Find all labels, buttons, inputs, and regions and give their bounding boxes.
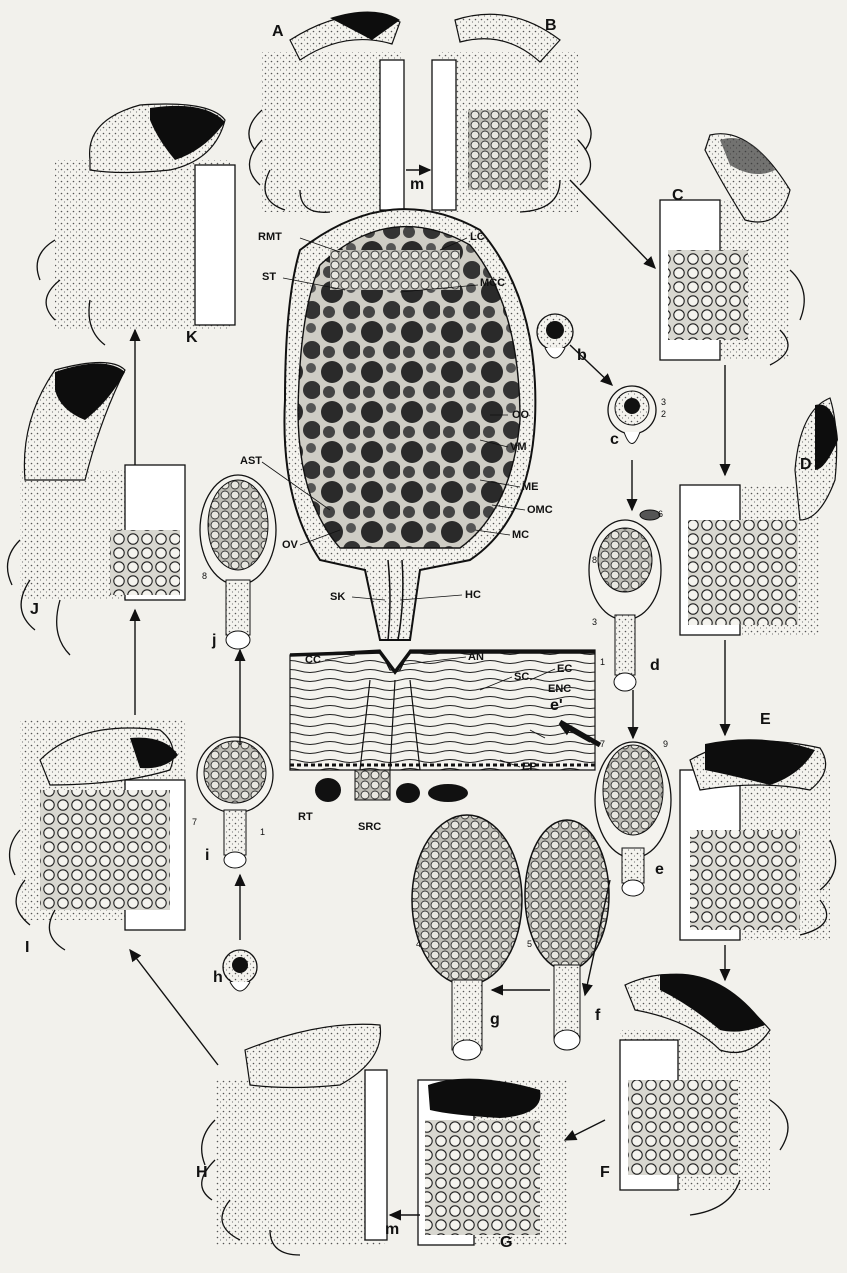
label-E: E (760, 712, 771, 728)
label-I: I (25, 940, 29, 956)
label-A: A (272, 24, 284, 40)
label-SK: SK (330, 592, 345, 603)
label-D: D (800, 457, 812, 473)
label-LC: LC (470, 232, 485, 243)
label-h: h (213, 970, 223, 986)
label-g: g (490, 1012, 500, 1028)
label-ST: ST (262, 272, 276, 283)
num-7-i: 7 (192, 818, 197, 827)
crab-stage-E (680, 739, 836, 940)
num-9-e: 9 (663, 740, 668, 749)
label-G: G (500, 1235, 512, 1251)
label-e: e (655, 862, 664, 878)
label-RT: RT (298, 812, 313, 823)
num-3-d: 3 (592, 618, 597, 627)
label-B: B (545, 18, 557, 34)
num-3-c: 3 (661, 398, 666, 407)
label-H: H (196, 1165, 208, 1181)
label-SC: SC (514, 672, 529, 683)
label-OO: OO (512, 410, 529, 421)
num-8-d: 8 (592, 556, 597, 565)
label-EP: EP (522, 762, 537, 773)
crab-stage-G (418, 1079, 568, 1245)
label-ME: ME (522, 482, 539, 493)
label-f: f (595, 1008, 600, 1024)
label-d: d (650, 658, 660, 674)
label-F: F (600, 1165, 610, 1181)
num-1-i: 1 (260, 828, 265, 837)
crab-stage-I (10, 720, 185, 950)
label-j: j (212, 633, 216, 649)
num-6-d: 6 (658, 510, 663, 519)
num-5-f: 5 (527, 940, 532, 949)
label-CC: CC (305, 655, 321, 666)
label-c: c (610, 432, 619, 448)
label-MC: MC (512, 530, 529, 541)
num-7-e: 7 (600, 740, 605, 749)
label-ENC: ENC (548, 684, 571, 695)
num-8-j: 8 (202, 572, 207, 581)
label-e-prime: e' (550, 698, 563, 714)
label-AST: AST (240, 456, 262, 467)
label-m-bottom: m (385, 1222, 399, 1238)
num-2-c: 2 (661, 410, 666, 419)
label-SRC: SRC (358, 822, 381, 833)
label-C: C (672, 188, 684, 204)
label-K: K (186, 330, 198, 346)
label-J: J (30, 602, 39, 618)
label-OV: OV (282, 540, 298, 551)
label-HC: HC (465, 590, 481, 601)
label-VM: VM (510, 442, 527, 453)
label-OMC: OMC (527, 505, 553, 516)
label-AN: AN (468, 652, 484, 663)
label-m-top: m (410, 177, 424, 193)
label-MCC: MCC (480, 278, 505, 289)
label-EC: EC (557, 664, 572, 675)
num-1-d: 1 (600, 658, 605, 667)
label-b: b (577, 348, 587, 364)
label-i: i (205, 848, 209, 864)
label-RMT: RMT (258, 232, 282, 243)
num-4-g: 4 (416, 940, 421, 949)
